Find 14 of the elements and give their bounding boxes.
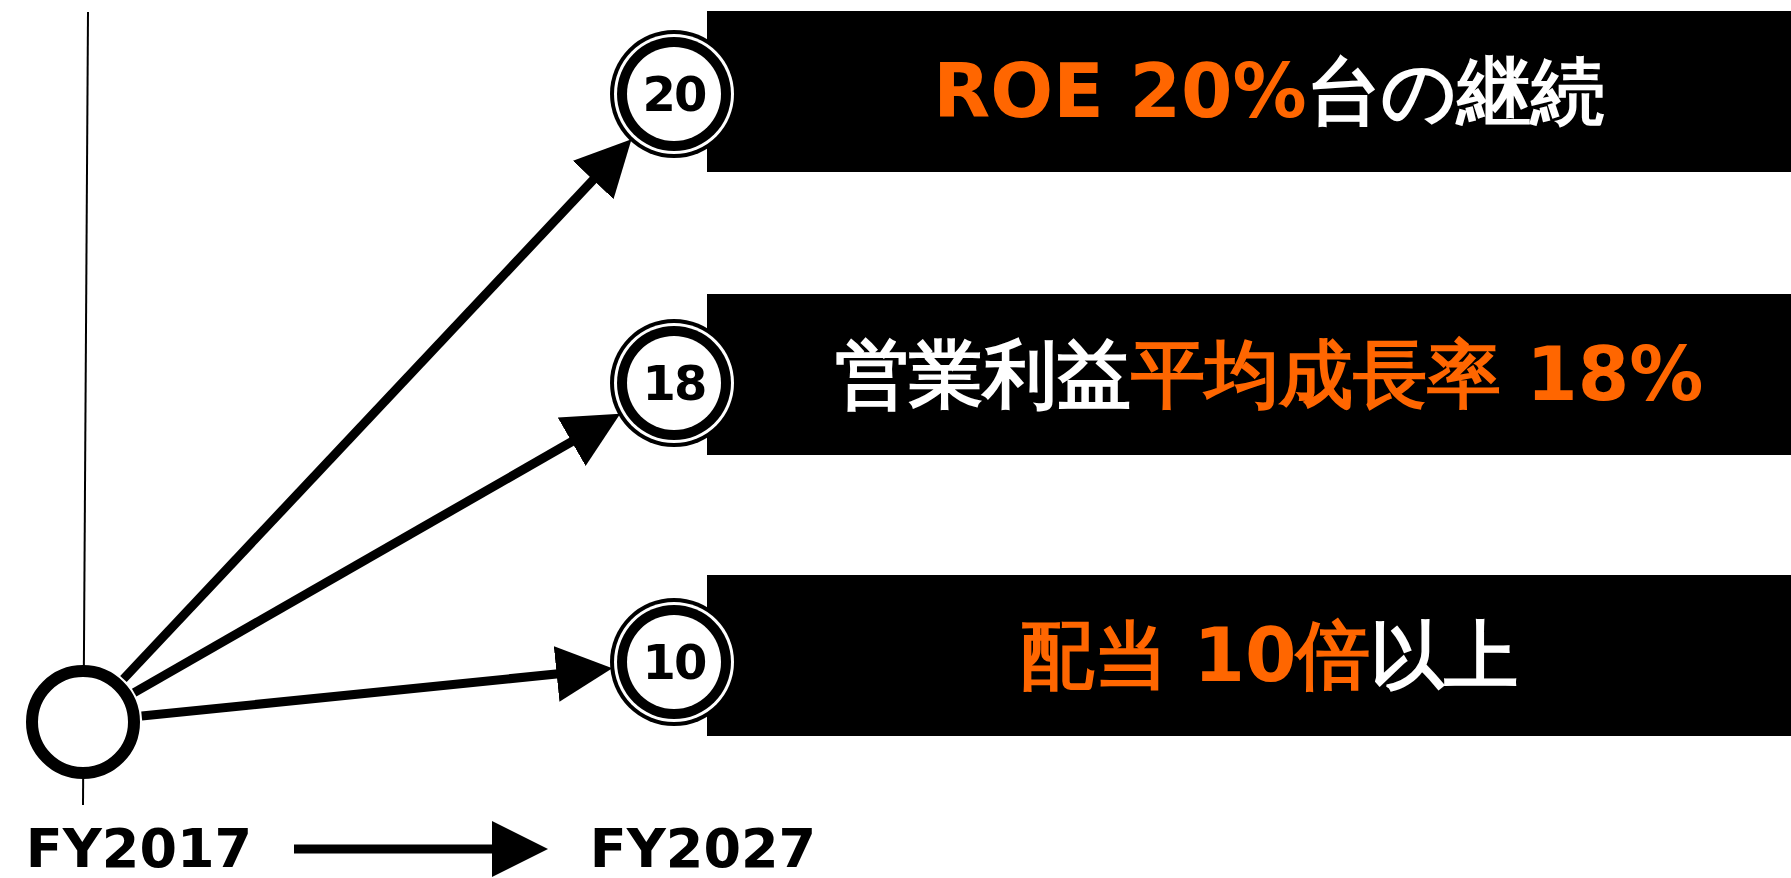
circle-number: 10	[642, 638, 706, 686]
banner-bar	[707, 11, 1791, 172]
arrow	[120, 139, 632, 683]
banner-text: ROE 20%台の継続	[933, 50, 1605, 133]
circle-number: 18	[642, 359, 706, 407]
banner-bar	[707, 575, 1791, 736]
banner-text: 配当 10倍以上	[1019, 614, 1519, 697]
year-label: FY2017	[8, 820, 270, 878]
arrow	[131, 413, 621, 697]
banner-bar	[707, 294, 1791, 455]
banner-text: 営業利益平均成長率 18%	[834, 333, 1704, 416]
arrow	[294, 821, 548, 877]
circle-number: 20	[642, 70, 706, 118]
year-label: FY2027	[572, 820, 834, 878]
